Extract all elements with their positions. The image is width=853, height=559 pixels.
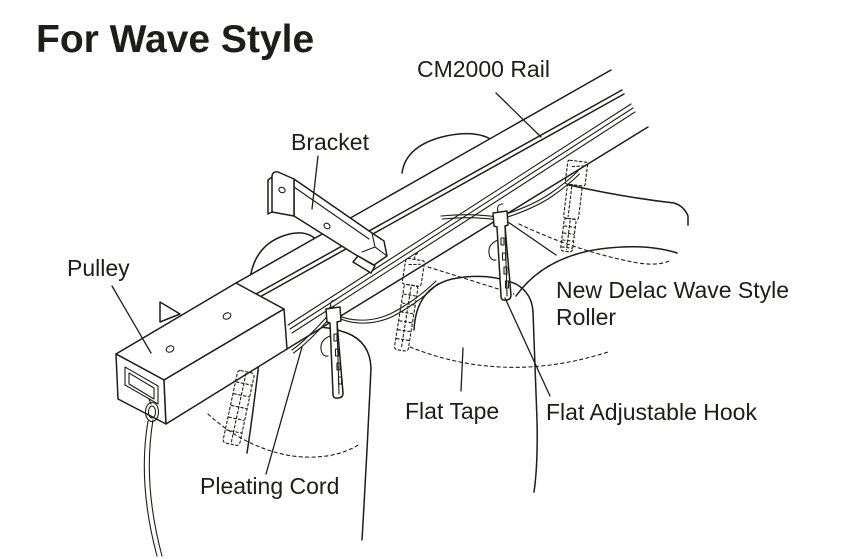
pull-cord	[143, 398, 163, 557]
label-pleating-cord: Pleating Cord	[200, 473, 340, 499]
curtain-fold-rear-middle	[401, 132, 497, 174]
flat-tape-chain-3	[560, 159, 589, 253]
label-pulley: Pulley	[67, 255, 130, 281]
leader-lines	[111, 92, 557, 475]
leader-flat-tape	[460, 347, 464, 392]
curtain-fold-front-middle	[409, 266, 609, 493]
wave-roller-1	[320, 299, 344, 399]
leader-pulley	[111, 285, 152, 354]
flat-tape-chain-1	[222, 370, 255, 446]
leader-flat-adjustable-hook	[504, 297, 551, 397]
leader-pleating-cord	[265, 346, 303, 475]
label-cm2000-rail: CM2000 Rail	[417, 56, 550, 82]
leader-cm2000-rail	[495, 92, 542, 138]
page-title: For Wave Style	[36, 18, 315, 61]
label-bracket: Bracket	[291, 129, 369, 155]
curtain-fold-rear-right	[515, 184, 689, 297]
leader-roller	[507, 221, 557, 256]
bracket-drawing	[267, 171, 388, 274]
label-flat-tape: Flat Tape	[405, 398, 500, 424]
flat-tape-chain-2	[393, 252, 426, 352]
label-new-delac-wave-style-roller: New Delac Wave Style Roller	[556, 277, 790, 331]
label-flat-adjustable-hook: Flat Adjustable Hook	[546, 399, 757, 425]
pulley-drawing	[115, 282, 288, 425]
leader-bracket	[311, 155, 319, 210]
